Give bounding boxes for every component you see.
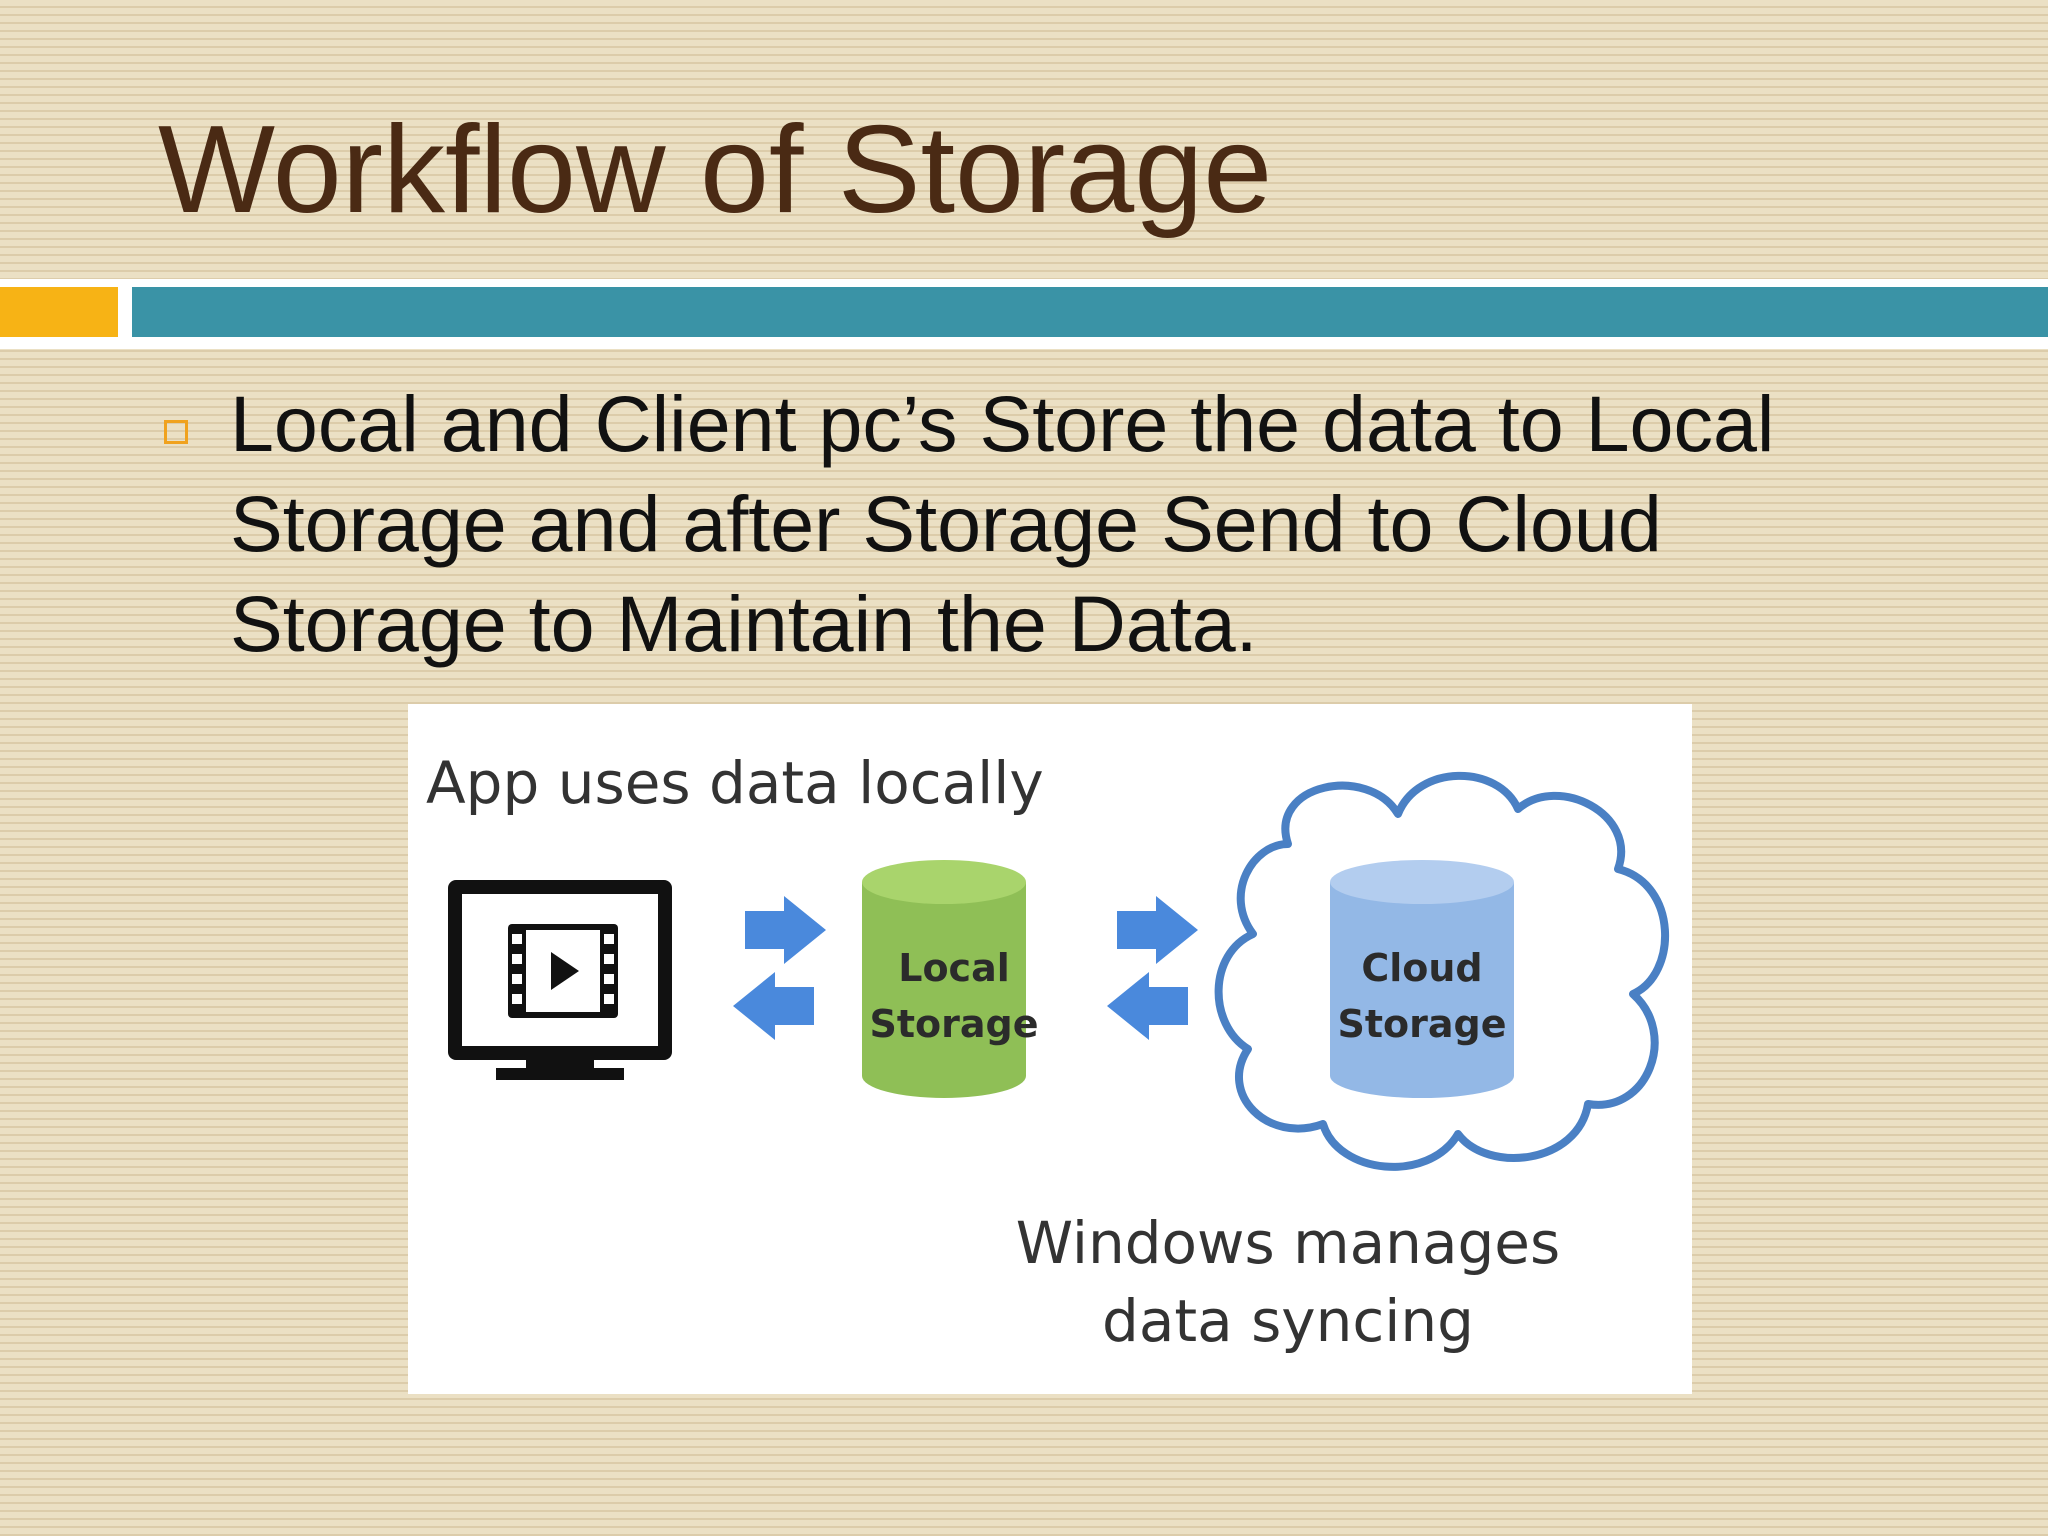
video-play-icon <box>508 924 618 1018</box>
bullet-text: Local and Client pc’s Store the data to … <box>230 379 1775 668</box>
cloud-storage-label-line-1: Cloud <box>1361 946 1483 990</box>
caption-windows-sync: Windows manages data syncing <box>1008 1204 1568 1360</box>
caption-sync-line-1: Windows manages <box>1015 1209 1561 1277</box>
cloud-storage-label-line-2: Storage <box>1337 1002 1507 1046</box>
arrow-right-icon <box>1117 896 1198 964</box>
arrow-left-icon <box>733 972 814 1040</box>
accent-bar-orange <box>0 287 118 337</box>
caption-app-uses-data: App uses data locally <box>426 749 1044 817</box>
local-storage-label: Local Storage <box>854 940 1054 1052</box>
slide-title: Workflow of Storage <box>158 101 1273 239</box>
local-storage-label-line-1: Local <box>898 946 1010 990</box>
cloud-storage-cylinder-icon <box>1330 860 1514 1098</box>
accent-bar-teal <box>132 287 2048 337</box>
local-storage-cylinder-icon <box>862 860 1026 1098</box>
arrow-right-icon <box>745 896 826 964</box>
bullet-square-icon <box>164 420 188 444</box>
arrow-left-icon <box>1107 972 1188 1040</box>
storage-workflow-diagram: App uses data locally Local Storage Clou… <box>408 704 1692 1394</box>
diagram-graphics <box>448 771 1670 1171</box>
local-storage-label-line-2: Storage <box>869 1002 1039 1046</box>
cloud-storage-label: Cloud Storage <box>1322 940 1522 1052</box>
caption-sync-line-2: data syncing <box>1102 1287 1474 1355</box>
